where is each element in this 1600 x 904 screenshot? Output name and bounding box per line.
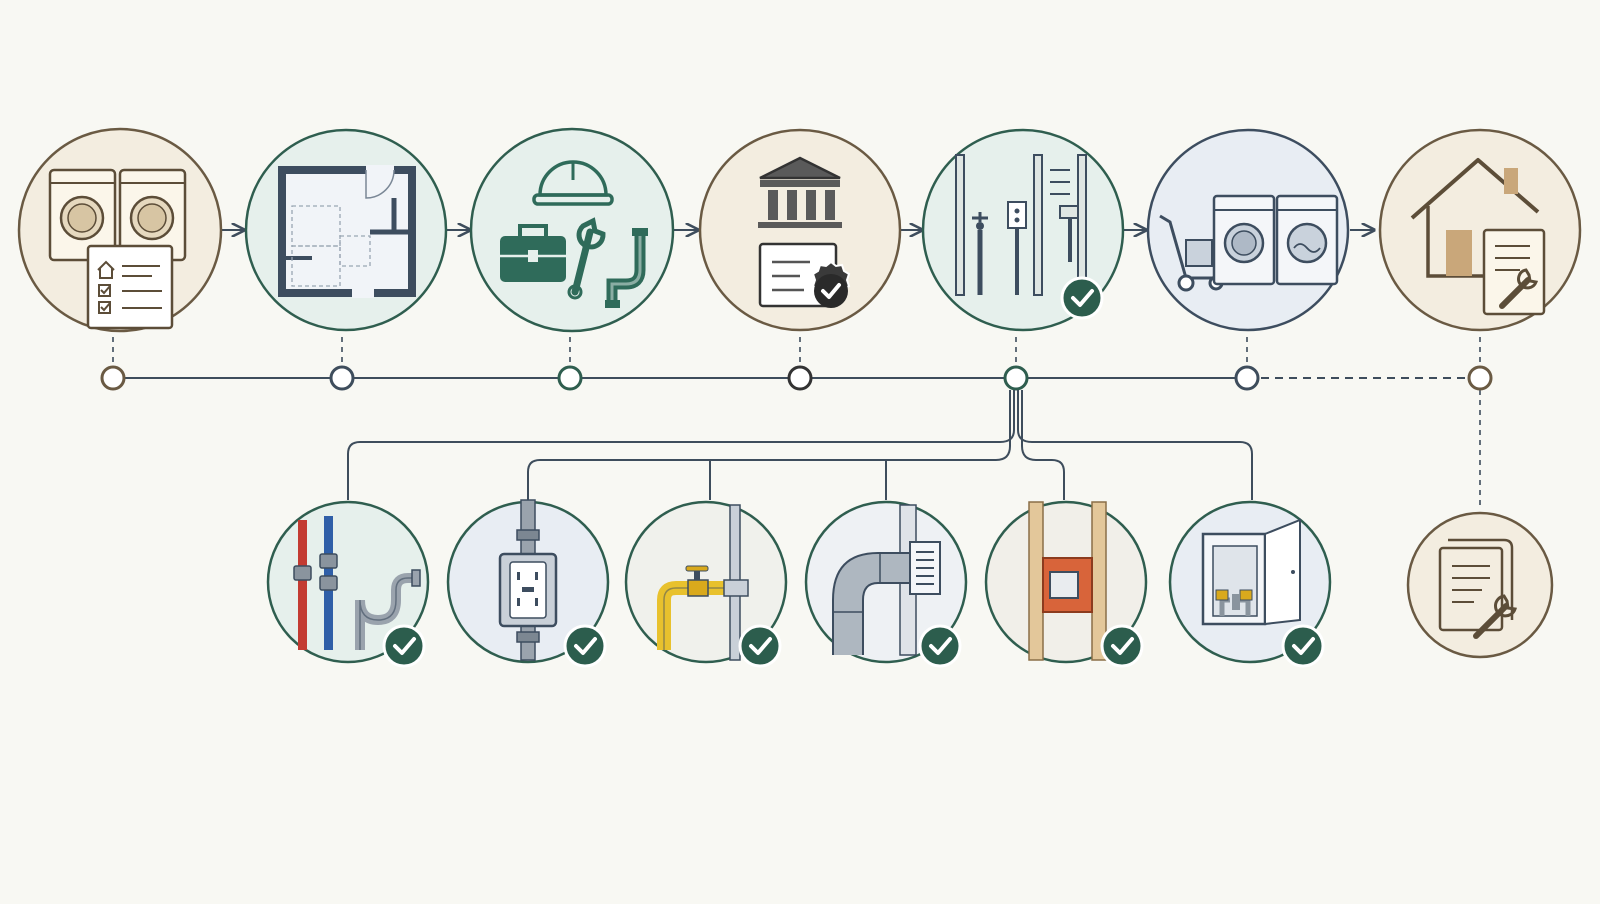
wall-framing-rough-in-icon	[955, 154, 1087, 296]
timeline-node	[787, 365, 813, 391]
timeline-node	[1467, 365, 1493, 391]
timeline	[100, 337, 1493, 510]
complete-check-icon	[738, 624, 782, 668]
step-appliance-delivery	[1146, 128, 1350, 332]
hardhat-toolbox-wrench-pipe-icon	[500, 160, 648, 308]
document-wrench-icon	[1438, 538, 1517, 639]
substep-electrical-outlet	[446, 499, 610, 668]
complete-check-icon	[563, 624, 607, 668]
timeline-node	[1234, 365, 1260, 391]
fire-block-studs-icon	[1028, 501, 1107, 661]
timeline-node	[100, 365, 126, 391]
complete-check-icon	[1281, 624, 1325, 668]
timeline-node	[329, 365, 355, 391]
government-building-certificate-icon	[758, 156, 851, 308]
substep-dryer-vent	[804, 500, 968, 668]
step-permit-approval	[698, 128, 902, 332]
complete-check-icon	[382, 624, 426, 668]
step-hire-contractor-tools	[469, 127, 675, 333]
substep-washer-box	[1168, 500, 1332, 668]
complete-check-icon	[1100, 624, 1144, 668]
substep-fire-blocking	[984, 500, 1148, 668]
branch-connectors	[347, 390, 1253, 500]
handover-document	[1406, 511, 1554, 659]
washer-outlet-box-icon	[1201, 518, 1301, 626]
gfci-outlet-conduit-icon	[498, 499, 558, 661]
substep-gas-line	[624, 500, 788, 668]
dryer-vent-duct-icon	[832, 504, 941, 656]
floor-plan-icon	[278, 165, 416, 298]
complete-check-icon	[918, 624, 962, 668]
hot-cold-pipes-drain-trap-icon	[293, 516, 421, 650]
complete-check-icon	[1060, 276, 1104, 320]
timeline-node	[1003, 365, 1029, 391]
step-plan-laundry-room	[17, 127, 223, 333]
washer-dryer-checklist-icon	[48, 168, 187, 330]
hand-truck-washer-dryer-icon	[1159, 194, 1339, 292]
gas-valve-pipe-icon	[657, 504, 749, 661]
step-circle	[698, 128, 902, 332]
step-final-handover	[1378, 128, 1582, 332]
house-document-wrench-icon	[1410, 158, 1546, 316]
step-floor-plan-layout	[244, 128, 448, 332]
substep-water-supply-drain	[266, 500, 430, 668]
step-rough-in-inspection	[921, 128, 1125, 332]
timeline-node	[557, 365, 583, 391]
